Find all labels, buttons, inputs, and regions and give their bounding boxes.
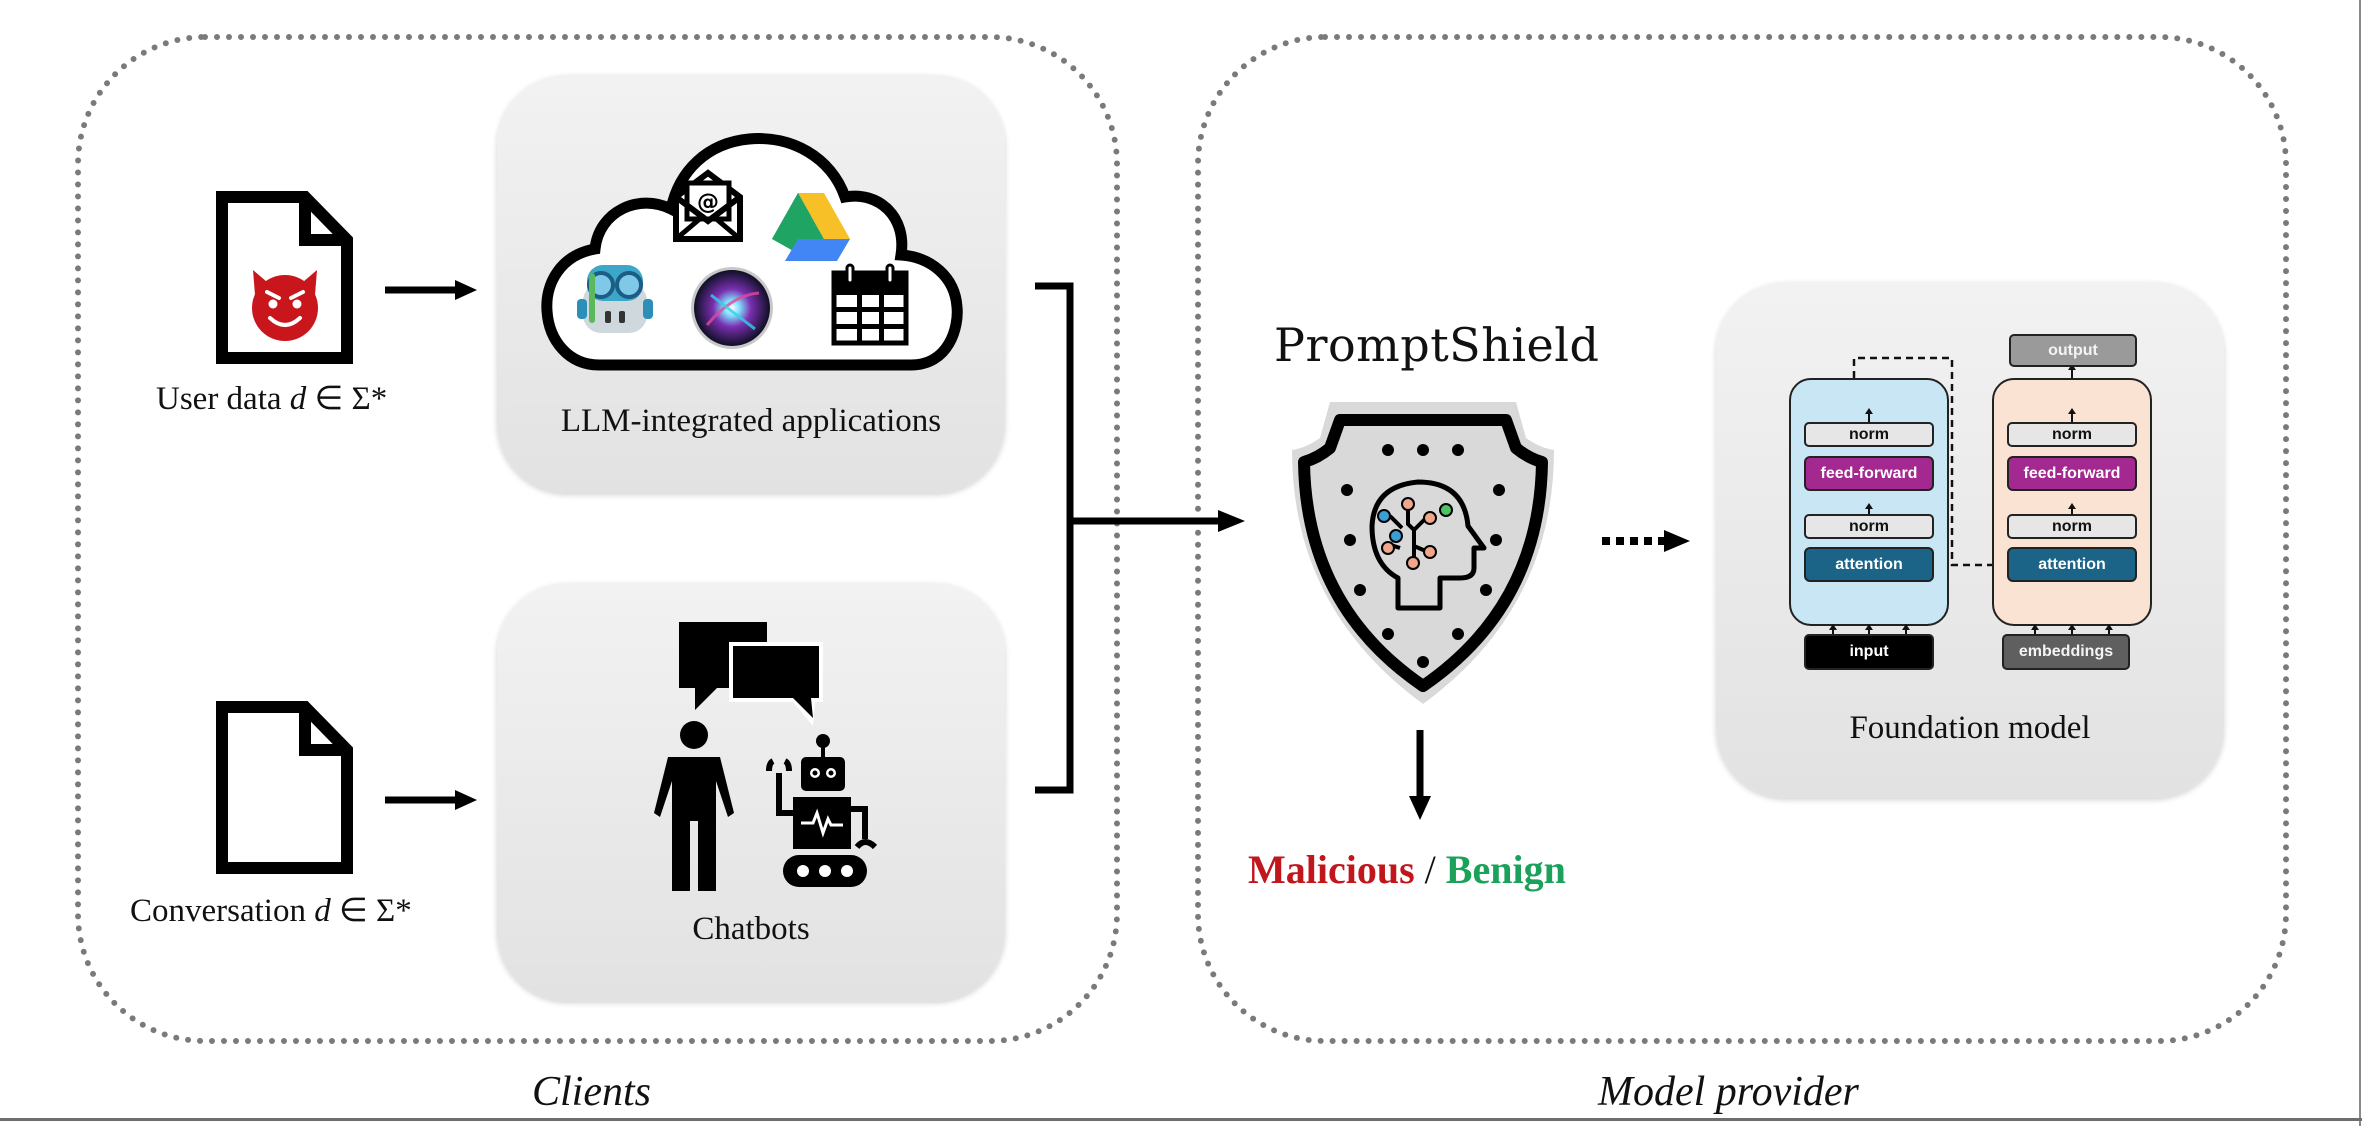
image-frame-right <box>2359 0 2361 1126</box>
decoder-feed-forward: feed-forward <box>2007 456 2137 491</box>
devil-face-icon <box>252 270 318 341</box>
benign-label: Benign <box>1445 847 1566 892</box>
clients-caption: Clients <box>532 1069 652 1115</box>
llm-apps-card: @ <box>497 75 1005 493</box>
conversation-label: Conversation d ∈ Σ* <box>130 893 412 929</box>
foundation-model-card: output norm feed-forward norm attention … <box>1716 282 2224 798</box>
copilot-icon <box>577 265 653 333</box>
chatbots-label: Chatbots <box>692 911 810 947</box>
encoder-norm-bottom: norm <box>1804 514 1934 539</box>
arrow-shield-to-verdict <box>1409 730 1431 820</box>
model-provider-region <box>1195 34 2289 1044</box>
document-icon <box>216 701 353 874</box>
brain-circuit-icon <box>1369 479 1487 611</box>
llm-apps-label: LLM-integrated applications <box>560 403 942 439</box>
transformer-connectors <box>1829 356 2113 634</box>
decoder-norm-bottom: norm <box>2007 514 2137 539</box>
email-icon: @ <box>673 169 743 242</box>
google-drive-icon <box>772 193 850 261</box>
decoder-norm-top: norm <box>2007 422 2137 447</box>
malicious-label: Malicious <box>1248 847 1415 892</box>
verdict-label: Malicious / Benign <box>1248 847 1566 892</box>
svg-text:@: @ <box>697 190 719 215</box>
chatbots-card: Chatbots <box>497 583 1005 1001</box>
image-frame-bottom <box>0 1118 2362 1121</box>
calendar-icon <box>831 263 909 346</box>
person-icon <box>654 721 734 891</box>
user-data-label: User data d ∈ Σ* <box>156 381 388 417</box>
encoder-feed-forward: feed-forward <box>1804 456 1934 491</box>
encoder-norm-top: norm <box>1804 422 1934 447</box>
encoder-attention: attention <box>1804 547 1934 582</box>
model-provider-caption: Model provider <box>1598 1069 1859 1115</box>
decoder-attention: attention <box>2007 547 2137 582</box>
input-block: input <box>1804 634 1934 670</box>
siri-icon <box>691 267 773 349</box>
arrow-user-data-to-apps <box>385 280 477 300</box>
malicious-document-icon <box>216 191 353 364</box>
merge-bracket-arrow <box>1035 282 1245 794</box>
foundation-model-label: Foundation model <box>1849 710 2091 746</box>
embeddings-block: embeddings <box>2002 634 2130 670</box>
robot-icon <box>766 734 878 887</box>
shield-brain-icon <box>1292 402 1554 704</box>
promptshield-title: PromptShield <box>1274 318 1600 372</box>
speech-bubble-icon <box>679 622 823 726</box>
output-block: output <box>2009 334 2137 367</box>
arrow-conversation-to-chatbots <box>385 790 477 810</box>
dotted-arrow-to-foundation-model <box>1602 530 1690 552</box>
clients-region <box>75 34 1120 1044</box>
